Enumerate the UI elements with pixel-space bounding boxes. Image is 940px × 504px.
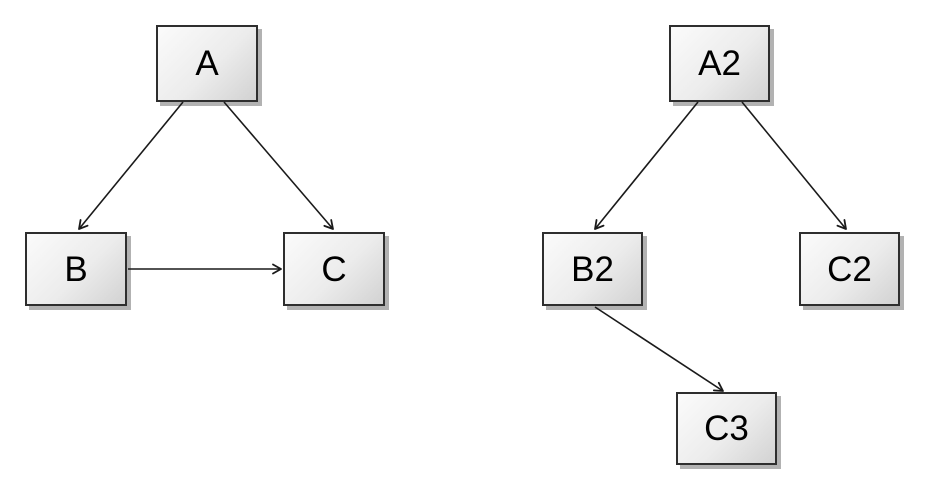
edge-A-C [223, 101, 334, 230]
edge-A2-C2 [741, 101, 847, 230]
node-B[interactable]: B [25, 232, 127, 306]
node-C2[interactable]: C2 [799, 232, 900, 306]
node-label-C: C [321, 249, 347, 289]
edge-B2-C3 [594, 306, 724, 392]
node-C[interactable]: C [283, 232, 385, 306]
node-label-A: A [195, 44, 219, 83]
node-label-C2: C2 [827, 249, 872, 289]
node-C3[interactable]: C3 [676, 392, 777, 465]
node-label-A2: A2 [698, 44, 741, 83]
node-A[interactable]: A [156, 25, 258, 102]
edge-A-B [78, 101, 184, 230]
node-B2[interactable]: B2 [542, 232, 643, 306]
node-label-C3: C3 [704, 409, 749, 448]
node-A2[interactable]: A2 [669, 25, 770, 102]
node-label-B: B [64, 249, 88, 289]
edge-A2-B2 [594, 101, 699, 230]
node-label-B2: B2 [571, 249, 614, 289]
